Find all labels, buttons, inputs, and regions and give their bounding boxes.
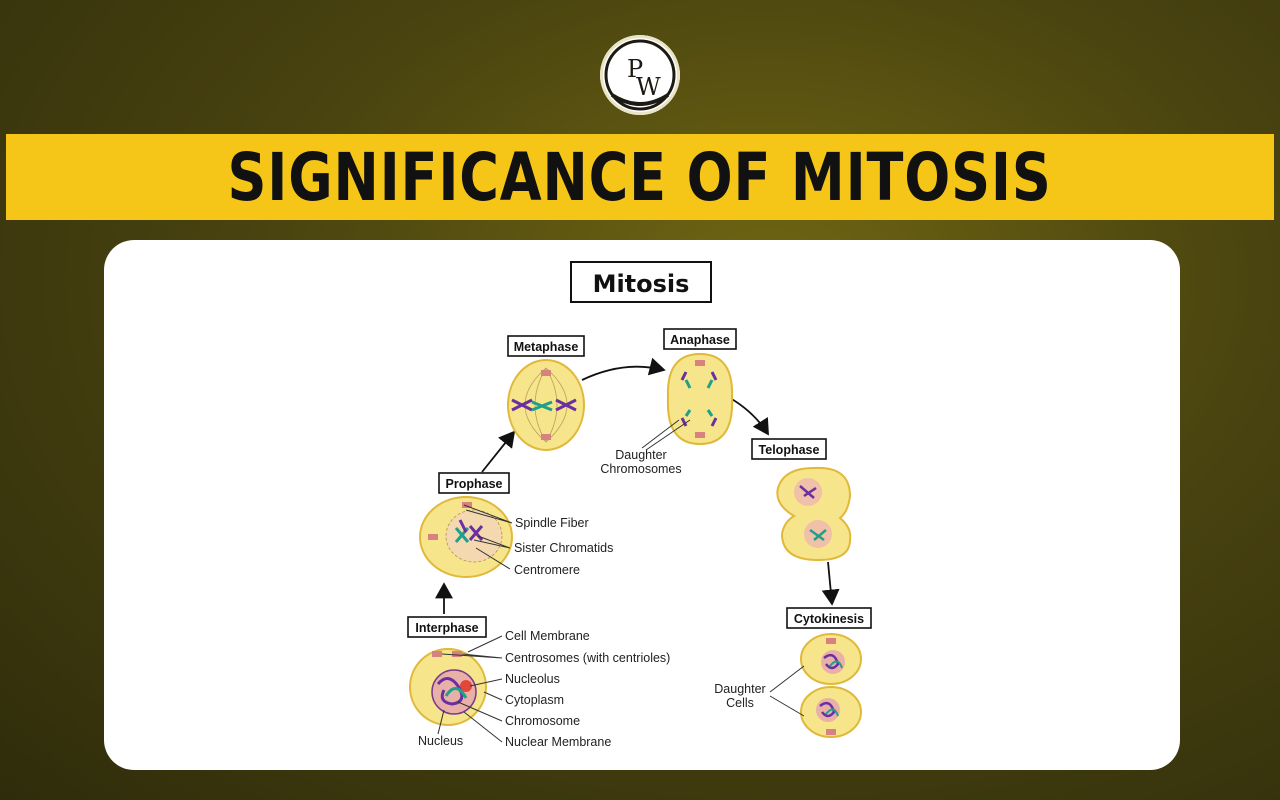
daughter-cell-top xyxy=(800,633,862,685)
daughter-chromosomes-label-1: Daughter xyxy=(615,448,666,462)
stage-interphase: Interphase xyxy=(407,616,487,638)
pw-logo-icon: P W xyxy=(604,39,676,111)
nuclear-membrane-pointer xyxy=(463,711,503,743)
stage-anaphase-label: Anaphase xyxy=(670,333,730,347)
spindle-fiber-label: Spindle Fiber xyxy=(515,516,589,530)
daughter-cell-bottom xyxy=(800,686,862,738)
stage-interphase-label: Interphase xyxy=(415,621,478,635)
title-banner: SIGNIFICANCE OF MITOSIS xyxy=(6,134,1274,220)
interphase-cell xyxy=(409,648,487,726)
nucleolus-label: Nucleolus xyxy=(505,672,560,686)
stage-metaphase: Metaphase xyxy=(507,335,585,357)
daughter-cells-label-2: Cells xyxy=(726,696,754,710)
prophase-cell xyxy=(419,496,513,578)
sister-chromatids-label: Sister Chromatids xyxy=(514,541,613,555)
stage-prophase-label: Prophase xyxy=(446,477,503,491)
stage-prophase: Prophase xyxy=(438,472,510,494)
chromosome-pointer xyxy=(457,701,503,722)
nucleus-pointer xyxy=(437,709,445,735)
diagram-title: Mitosis xyxy=(593,270,690,298)
cytoplasm-pointer xyxy=(483,691,503,701)
daughter-cells-pointer xyxy=(769,665,805,717)
nucleus-label: Nucleus xyxy=(418,734,463,748)
pw-logo: P W xyxy=(600,35,680,115)
chromosome-label: Chromosome xyxy=(505,714,580,728)
metaphase-cell xyxy=(507,359,585,451)
diagram-card: Mitosis Metaphase Anaphase Telophase Pro… xyxy=(104,240,1180,770)
stage-telophase: Telophase xyxy=(751,438,827,460)
centromere-pointer xyxy=(475,547,511,570)
arrow-prophase-to-metaphase xyxy=(481,430,516,473)
page-title: SIGNIFICANCE OF MITOSIS xyxy=(227,138,1053,216)
daughter-chromosomes-label-2: Chromosomes xyxy=(600,462,681,476)
nucleolus-pointer xyxy=(469,678,503,687)
svg-text:W: W xyxy=(636,73,661,101)
anaphase-cell xyxy=(666,352,734,446)
arrow-telophase-to-cytokinesis xyxy=(821,561,840,606)
spindle-fiber-pointer xyxy=(463,504,513,524)
stage-cytokinesis: Cytokinesis xyxy=(786,607,872,629)
diagram-title-box: Mitosis xyxy=(570,261,712,303)
telophase-cell xyxy=(776,466,852,562)
centrosomes-label: Centrosomes (with centrioles) xyxy=(505,651,670,665)
cell-membrane-pointer xyxy=(467,635,503,653)
nuclear-membrane-label: Nuclear Membrane xyxy=(505,735,611,749)
mitosis-diagram: Mitosis Metaphase Anaphase Telophase Pro… xyxy=(407,261,872,749)
cytoplasm-label: Cytoplasm xyxy=(505,693,564,707)
cell-membrane-label: Cell Membrane xyxy=(505,629,590,643)
arrow-anaphase-to-telophase xyxy=(729,397,769,436)
daughter-chromosomes-pointer xyxy=(641,419,691,451)
stage-metaphase-label: Metaphase xyxy=(514,340,579,354)
svg-text:P: P xyxy=(627,55,643,83)
daughter-cells-label-1: Daughter xyxy=(714,682,765,696)
stage-cytokinesis-label: Cytokinesis xyxy=(794,612,864,626)
arrow-metaphase-to-anaphase xyxy=(581,357,666,381)
centromere-label: Centromere xyxy=(514,563,580,577)
sister-chromatids-pointer xyxy=(473,535,511,549)
centrosomes-pointer xyxy=(441,653,503,659)
stage-anaphase: Anaphase xyxy=(663,328,737,350)
stage-telophase-label: Telophase xyxy=(759,443,820,457)
